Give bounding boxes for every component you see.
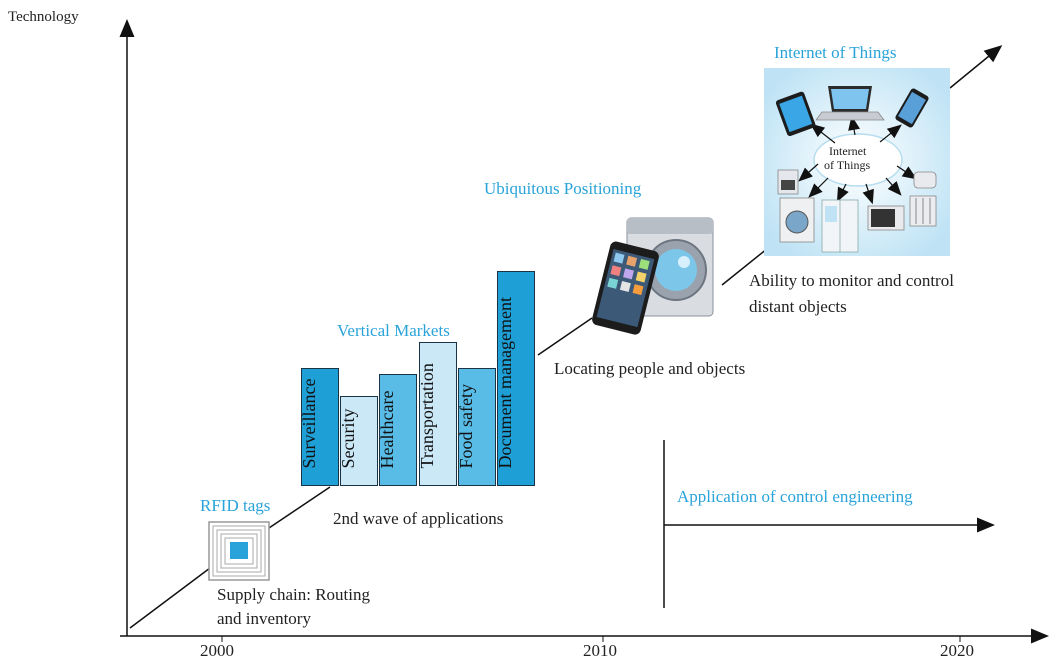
iot-cloud-label-line2: of Things <box>824 158 871 172</box>
iot-cloud-label-line1: Internet <box>829 144 867 158</box>
y-axis-label: Technology <box>8 9 79 25</box>
phone-icon <box>895 88 929 128</box>
toaster-icon <box>913 171 937 189</box>
x-tick-label-2010: 2010 <box>583 641 617 660</box>
x-tick-label-2000: 2000 <box>200 641 234 660</box>
trend-segment-3 <box>537 317 593 356</box>
iot-caption-line1: Ability to monitor and control <box>749 271 954 290</box>
bar-food-safety: Food safety <box>455 368 496 486</box>
iot-caption-line2: distant objects <box>749 297 847 316</box>
bar-document-management: Document management <box>495 271 535 486</box>
fridge-icon <box>821 199 859 253</box>
positioning-title: Ubiquitous Positioning <box>484 179 642 198</box>
bar-label: Document management <box>495 297 515 469</box>
bar-healthcare: Healthcare <box>377 374 418 486</box>
bar-label: Security <box>338 408 359 469</box>
bar-security: Security <box>338 396 379 486</box>
cloud-icon <box>813 133 903 187</box>
control-engineering-label: Application of control engineering <box>677 487 913 506</box>
vertical-markets-title: Vertical Markets <box>337 321 450 340</box>
bar-label: Food safety <box>455 384 476 469</box>
tablet-icon <box>775 91 816 137</box>
small-washer-icon <box>779 197 815 243</box>
positioning-caption: Locating people and objects <box>554 359 746 378</box>
iot-connection-arrows <box>798 115 917 205</box>
bar-label: Transportation <box>416 363 437 469</box>
iot-title: Internet of Things <box>774 43 897 62</box>
stove-icon <box>777 169 799 195</box>
x-tick-label-2020: 2020 <box>940 641 974 660</box>
microwave-icon <box>867 205 905 231</box>
bar-transportation: Transportation <box>416 342 457 486</box>
trend-segment-1 <box>129 567 211 629</box>
rfid-tag-icon <box>208 521 270 581</box>
rfid-caption-line1: Supply chain: Routing <box>217 585 370 604</box>
rfid-title: RFID tags <box>200 496 271 515</box>
heater-icon <box>909 195 937 227</box>
trend-segment-2 <box>265 486 331 531</box>
bar-surveillance: Surveillance <box>299 368 339 486</box>
trend-segment-5 <box>949 45 1003 89</box>
bar-label: Surveillance <box>299 378 319 469</box>
laptop-icon <box>815 86 885 121</box>
smartphone-icon <box>592 241 659 335</box>
bar-label: Healthcare <box>377 390 398 469</box>
rfid-caption-line2: and inventory <box>217 609 311 628</box>
vertical-markets-caption: 2nd wave of applications <box>333 509 504 528</box>
iot-panel <box>764 68 950 256</box>
